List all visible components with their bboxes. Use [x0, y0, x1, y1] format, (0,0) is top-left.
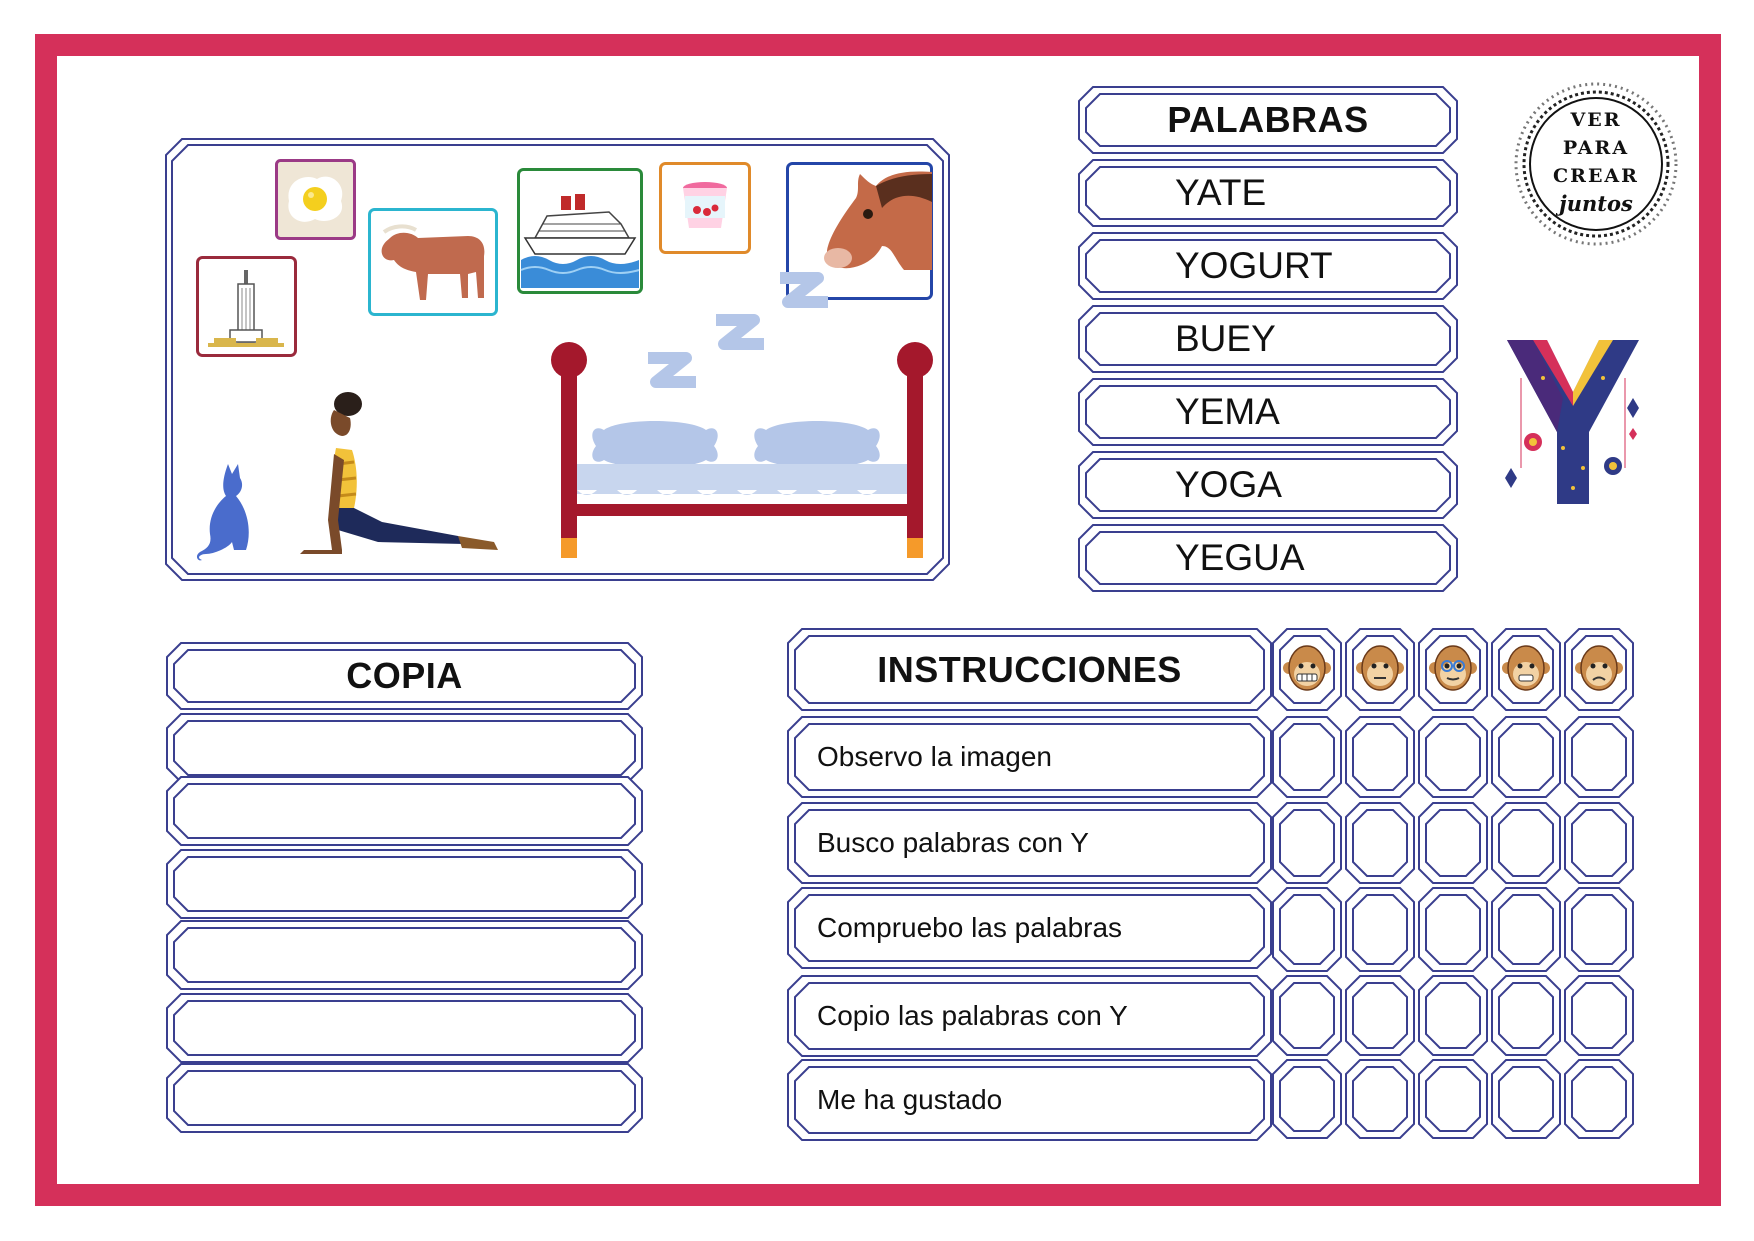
rating-check-cell[interactable] [1345, 802, 1415, 884]
word-text: YATE [1175, 172, 1267, 213]
rating-check-cell[interactable] [1272, 802, 1342, 884]
rating-check-cell[interactable] [1418, 802, 1488, 884]
instruction-step-text: Copio las palabras con Y [817, 1000, 1128, 1031]
rating-check-cell[interactable] [1491, 1059, 1561, 1139]
word-text: BUEY [1175, 318, 1276, 359]
word-item: YOGA [1078, 451, 1458, 519]
word-item: YOGURT [1078, 232, 1458, 300]
word-item: YATE [1078, 159, 1458, 227]
copy-writing-line[interactable] [166, 776, 643, 846]
rating-check-cell[interactable] [1564, 887, 1634, 972]
zzz-icon [640, 270, 840, 400]
illustration-panel [165, 138, 950, 581]
rating-check-cell[interactable] [1345, 975, 1415, 1056]
rating-check-cell[interactable] [1491, 887, 1561, 972]
monkey-grinning-icon [1283, 644, 1331, 694]
copy-writing-line[interactable] [166, 849, 643, 919]
instructions-title-box: INSTRUCCIONES [787, 628, 1272, 711]
rating-check-cell[interactable] [1564, 975, 1634, 1056]
empire-state-building-icon [196, 256, 297, 357]
rating-check-cell[interactable] [1345, 887, 1415, 972]
rating-check-cell[interactable] [1272, 887, 1342, 972]
word-text: YOGA [1175, 464, 1282, 505]
words-title: PALABRAS [1167, 99, 1369, 140]
rating-check-cell[interactable] [1418, 887, 1488, 972]
word-text: YEGUA [1175, 537, 1305, 578]
rating-check-cell[interactable] [1491, 802, 1561, 884]
instructions-title: INSTRUCCIONES [877, 648, 1182, 690]
rating-check-cell[interactable] [1345, 716, 1415, 798]
instruction-step-text: Observo la imagen [817, 741, 1053, 772]
ver-para-crear-juntos-logo: VER PARA CREAR juntos [1512, 80, 1680, 248]
copy-writing-line[interactable] [166, 713, 643, 783]
monkey-neutral-icon [1356, 644, 1404, 694]
yoga-woman-icon [298, 390, 518, 554]
copy-writing-line[interactable] [166, 920, 643, 990]
yacht-icon [517, 168, 643, 294]
horse-icon [786, 162, 933, 300]
words-title-box: PALABRAS [1078, 86, 1458, 154]
copy-writing-line[interactable] [166, 993, 643, 1063]
rating-face-cell [1418, 628, 1488, 711]
instruction-step-text: Compruebo las palabras [817, 912, 1123, 943]
bed-icon [548, 338, 936, 560]
instruction-step-text: Busco palabras con Y [817, 827, 1089, 858]
rating-check-cell[interactable] [1564, 802, 1634, 884]
decorative-letter-y-icon [1503, 338, 1643, 508]
fried-egg-icon [275, 159, 356, 240]
rating-check-cell[interactable] [1345, 1059, 1415, 1139]
rating-check-cell[interactable] [1418, 716, 1488, 798]
logo-line-4: juntos [1559, 191, 1633, 216]
instruction-step: Copio las palabras con Y [787, 975, 1272, 1057]
instruction-step: Compruebo las palabras [787, 887, 1272, 969]
rating-check-cell[interactable] [1418, 975, 1488, 1056]
yogurt-icon [659, 162, 751, 254]
word-text: YOGURT [1175, 245, 1333, 286]
rating-face-cell [1564, 628, 1634, 711]
ox-icon [368, 208, 498, 316]
monkey-glasses-icon [1429, 644, 1477, 694]
word-text: YEMA [1175, 391, 1280, 432]
rating-check-cell[interactable] [1272, 716, 1342, 798]
word-item: YEMA [1078, 378, 1458, 446]
rating-check-cell[interactable] [1272, 1059, 1342, 1139]
rating-check-cell[interactable] [1564, 716, 1634, 798]
rating-check-cell[interactable] [1491, 975, 1561, 1056]
rating-check-cell[interactable] [1564, 1059, 1634, 1139]
instruction-step: Observo la imagen [787, 716, 1272, 798]
rating-face-cell [1272, 628, 1342, 711]
logo-line-1: VER [1570, 109, 1622, 131]
word-item: BUEY [1078, 305, 1458, 373]
instruction-step: Me ha gustado [787, 1059, 1272, 1141]
rating-check-cell[interactable] [1272, 975, 1342, 1056]
instruction-step-text: Me ha gustado [817, 1084, 1003, 1115]
monkey-sad-icon [1575, 644, 1623, 694]
rating-face-cell [1491, 628, 1561, 711]
copy-title: COPIA [346, 655, 463, 696]
copy-title-box: COPIA [166, 642, 643, 710]
rating-face-cell [1345, 628, 1415, 711]
rating-check-cell[interactable] [1418, 1059, 1488, 1139]
monkey-worried-icon [1502, 644, 1550, 694]
copy-writing-line[interactable] [166, 1063, 643, 1133]
rating-check-cell[interactable] [1491, 716, 1561, 798]
cat-icon [194, 462, 254, 562]
logo-line-3: CREAR [1553, 165, 1639, 187]
instruction-step: Busco palabras con Y [787, 802, 1272, 884]
word-item: YEGUA [1078, 524, 1458, 592]
logo-line-2: PARA [1562, 137, 1630, 159]
